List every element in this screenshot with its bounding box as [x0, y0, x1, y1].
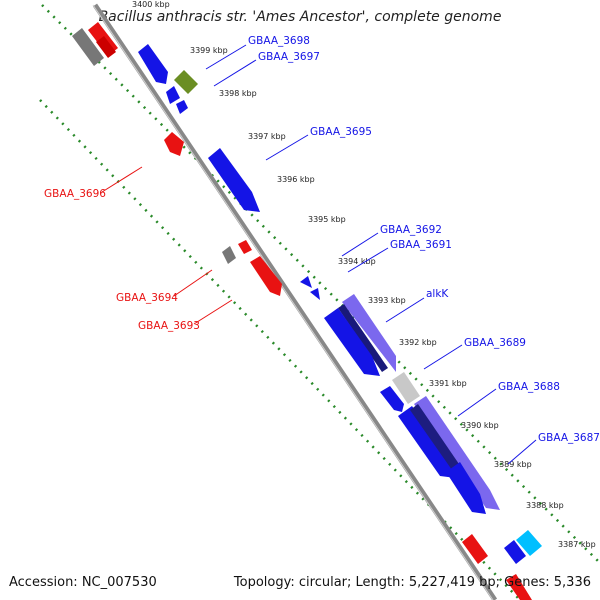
tick-3400: 3400 kbp — [132, 0, 170, 9]
track-dots-outer — [41, 4, 600, 564]
gene-GBAA_3693[interactable] — [250, 256, 282, 296]
gene-small-blue-2[interactable] — [176, 100, 188, 114]
gene-alkK[interactable] — [342, 294, 396, 372]
leader-GBAA_3691 — [347, 247, 389, 273]
genome-backbone — [92, 3, 498, 600]
label-GBAA_3693[interactable]: GBAA_3693 — [138, 320, 200, 332]
leader-GBAA_3696 — [101, 166, 143, 193]
label-GBAA_3697[interactable]: GBAA_3697 — [258, 51, 320, 63]
leader-GBAA_3695 — [265, 134, 309, 161]
gene-GBAA_3697-rna[interactable] — [174, 70, 198, 94]
tick-3389: 3389 kbp — [494, 460, 532, 469]
label-GBAA_3689[interactable]: GBAA_3689 — [464, 337, 526, 349]
label-GBAA_3696[interactable]: GBAA_3696 — [44, 188, 106, 200]
label-GBAA_3687[interactable]: GBAA_3687 — [538, 432, 600, 444]
tick-3390: 3390 kbp — [461, 421, 499, 430]
gene-red-bottom-2[interactable] — [506, 574, 532, 600]
gene-highlight-long[interactable] — [414, 396, 500, 510]
gene-GBAA_3692[interactable] — [300, 276, 312, 288]
tick-3393: 3393 kbp — [368, 296, 406, 305]
accession-text: Accession: NC_007530 — [9, 575, 157, 590]
gene-cyan[interactable] — [516, 530, 542, 556]
gene-GBAA_3691[interactable] — [310, 288, 320, 300]
leader-alkK — [385, 297, 425, 323]
gene-red-top-2[interactable] — [96, 36, 116, 58]
tick-3399: 3399 kbp — [190, 46, 228, 55]
tick-3391: 3391 kbp — [429, 379, 467, 388]
label-GBAA_3695[interactable]: GBAA_3695 — [310, 126, 372, 138]
tick-3397: 3397 kbp — [248, 132, 286, 141]
tick-3398: 3398 kbp — [219, 89, 257, 98]
leader-GBAA_3698 — [205, 44, 247, 70]
tick-3387: 3387 kbp — [558, 540, 596, 549]
gene-GBAA_3688-long[interactable] — [398, 406, 456, 478]
gene-GBAA_3688[interactable] — [380, 386, 404, 412]
gene-GBAA_3689[interactable] — [324, 308, 380, 376]
topology-summary: Topology: circular; Length: 5,227,419 bp… — [233, 575, 591, 590]
tick-3394: 3394 kbp — [338, 257, 376, 266]
leader-GBAA_3697 — [213, 59, 257, 87]
gene-blue-bottom[interactable] — [504, 540, 526, 564]
map-title: Bacillus anthracis str. 'Ames Ancestor',… — [98, 9, 502, 25]
label-alkK[interactable]: alkK — [426, 288, 449, 300]
label-GBAA_3694[interactable]: GBAA_3694 — [116, 292, 178, 304]
gene-GBAA_3698[interactable] — [138, 44, 168, 84]
tick-3388: 3388 kbp — [526, 501, 564, 510]
gene-GBAA_3694-gray[interactable] — [222, 246, 236, 264]
gene-GBAA_3687[interactable] — [446, 462, 486, 514]
label-GBAA_3688[interactable]: GBAA_3688 — [498, 381, 560, 393]
gene-small-blue-1[interactable] — [166, 86, 180, 104]
gene-red-bottom[interactable] — [462, 534, 488, 564]
gene-gray-top[interactable] — [72, 28, 104, 66]
label-GBAA_3692[interactable]: GBAA_3692 — [380, 224, 442, 236]
leader-GBAA_3689 — [423, 344, 463, 370]
label-GBAA_3698[interactable]: GBAA_3698 — [248, 35, 310, 47]
leader-GBAA_3693 — [193, 299, 233, 325]
gene-GBAA_3696[interactable] — [164, 132, 184, 156]
leader-GBAA_3694 — [173, 269, 213, 297]
gene-GBAA_3695[interactable] — [208, 148, 260, 212]
leader-GBAA_3692 — [341, 232, 379, 257]
gene-gray-mid[interactable] — [392, 372, 420, 404]
tick-3392: 3392 kbp — [399, 338, 437, 347]
genome-backbone-shadow — [92, 4, 494, 600]
gene-GBAA_3694[interactable] — [238, 240, 252, 254]
gene-alkK-inner[interactable] — [338, 304, 388, 372]
tick-3396: 3396 kbp — [277, 175, 315, 184]
tick-3395: 3395 kbp — [308, 215, 346, 224]
leader-GBAA_3687 — [507, 439, 537, 465]
label-GBAA_3691[interactable]: GBAA_3691 — [390, 239, 452, 251]
leader-GBAA_3688 — [457, 388, 497, 417]
